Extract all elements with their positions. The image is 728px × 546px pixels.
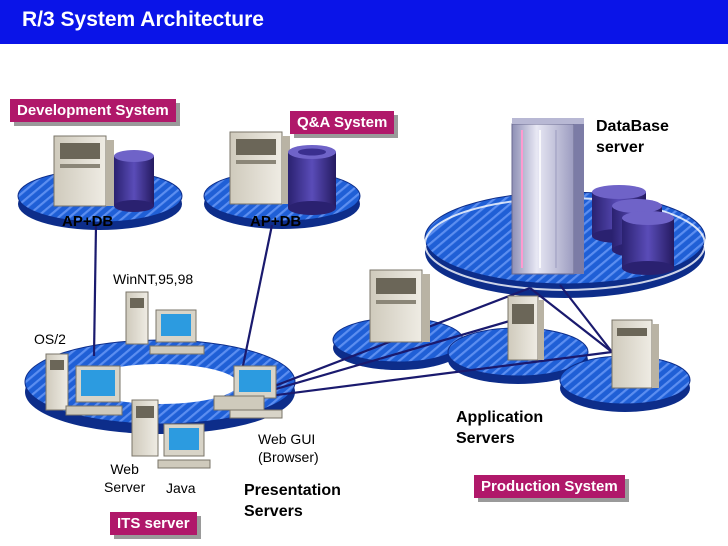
winnt-label: WinNT,95,98 [113,271,194,287]
page-title: R/3 System Architecture [22,8,264,31]
dev-database-cylinder-icon [114,150,154,212]
app-server-2-icon [507,295,544,361]
production-database-cylinders-icon [592,185,674,275]
its-server-tag: ITS server [110,512,197,535]
presentation-servers-label: Presentation Servers [244,482,341,520]
architecture-diagram [17,118,706,469]
os2-workstation-icon [45,353,123,416]
dev-server-icon [53,135,114,207]
mainframe-icon [511,118,584,275]
app-server-3-icon [611,319,659,389]
java-label: Java [166,480,196,496]
production-system-tag: Production System [474,475,625,498]
app-server-1-icon [369,269,430,343]
winnt-workstation-icon [125,291,205,355]
title-bar: R/3 System Architecture [0,0,728,44]
java-workstation-icon [157,423,211,469]
os2-label: OS/2 [34,331,66,347]
web-gui-workstation-icon [213,365,283,419]
connection-lines [92,224,613,402]
dev-ap-db-label: AP+DB [62,213,114,230]
web-server-label: Web Server [104,461,146,495]
qa-system-tag: Q&A System [290,111,395,134]
qa-database-cylinder-icon [288,145,336,215]
development-system-tag: Development System [10,99,176,122]
qa-server-icon [229,131,290,205]
web-gui-label: Web GUI (Browser) [258,431,319,465]
qa-ap-db-label: AP+DB [250,213,302,230]
web-server-icon [131,399,159,457]
application-servers-label: Application Servers [456,409,544,447]
database-server-label: DataBase server [596,118,669,156]
